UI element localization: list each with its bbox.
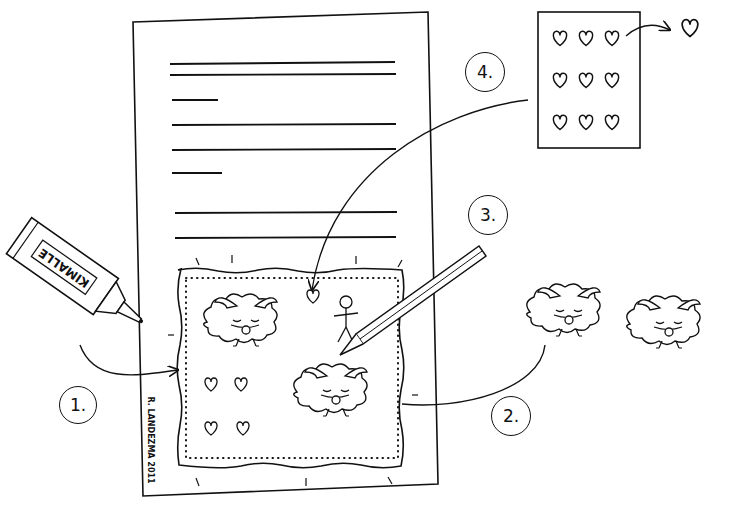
callout-circle: 3.: [468, 195, 508, 235]
signature: R. LANDEZMA 2011: [146, 396, 155, 483]
cut-out-bird: [527, 284, 600, 336]
leader-arrow: [80, 345, 178, 375]
peel-arrow: [626, 25, 670, 36]
sparkle-marks: [168, 255, 418, 486]
dotted-border: [186, 278, 398, 458]
bird-sheep: [294, 364, 367, 416]
text-lines: [170, 62, 397, 238]
hearts: [205, 290, 319, 435]
callout-circle: 4.: [465, 52, 505, 92]
callout-number: 4.: [477, 62, 493, 82]
sticker-sheet: [538, 12, 640, 148]
callout-number: 2.: [503, 406, 519, 426]
sticker-hearts: [553, 31, 618, 129]
glue-label: KIMALLE: [36, 245, 92, 290]
callout-number: 1.: [70, 395, 86, 415]
leader-line: [402, 345, 545, 405]
glue-tube: [6, 218, 155, 341]
paper-sheet: [133, 12, 438, 496]
peeled-heart: [682, 20, 698, 37]
picture-panel: [177, 268, 404, 468]
callout-circle: 1.: [59, 386, 97, 424]
leader-arrow: [312, 100, 528, 290]
bird-sheep: [204, 294, 277, 346]
callout-number: 3.: [480, 205, 496, 225]
callout-circle: 2.: [491, 396, 531, 436]
cut-out-bird: [627, 296, 700, 348]
pencil: [340, 246, 486, 355]
